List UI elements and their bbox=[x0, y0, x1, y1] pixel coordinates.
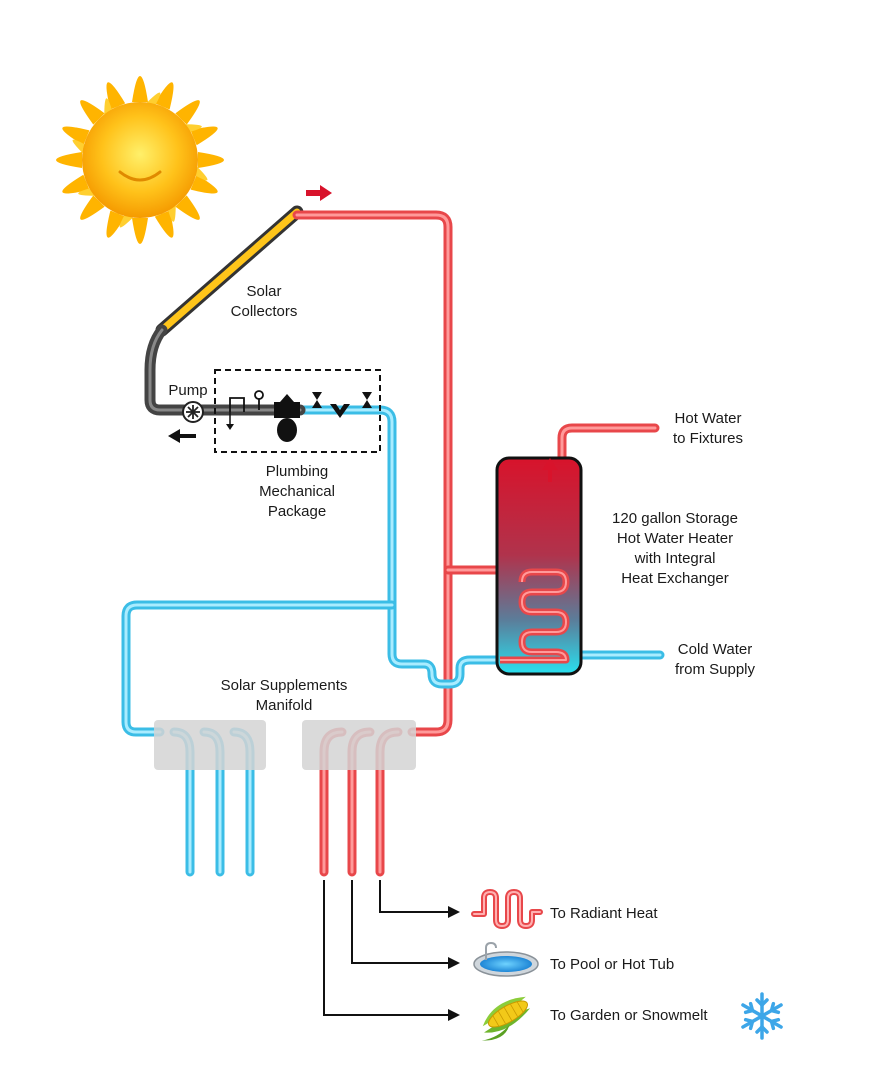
plumbing-package-label: Plumbing Mechanical Package bbox=[232, 462, 362, 522]
pool-hot-tub-label: To Pool or Hot Tub bbox=[550, 956, 675, 973]
destination-leader-lines bbox=[323, 880, 450, 1016]
radiant-heat-label: To Radiant Heat bbox=[550, 905, 658, 922]
solar-collectors-label-line1: Solar bbox=[246, 283, 282, 300]
hot-water-fixtures-label-line1: Hot Water bbox=[674, 410, 742, 427]
sun-icon bbox=[56, 76, 224, 244]
storage-heater-label-line3: with Integral bbox=[634, 550, 716, 567]
solar-collectors-label: Solar Collectors bbox=[214, 282, 314, 322]
hot-water-fixtures-label-line2: to Fixtures bbox=[672, 430, 744, 447]
solar-collectors-label-line2: Collectors bbox=[230, 303, 298, 320]
cold-water-supply-label: Cold Water from Supply bbox=[660, 640, 770, 680]
plumbing-package-label-line1: Plumbing bbox=[265, 463, 329, 480]
storage-heater-label-line4: Heat Exchanger bbox=[621, 570, 729, 587]
flow-right-arrow-icon bbox=[306, 185, 332, 201]
destination-arrowheads bbox=[448, 906, 460, 1021]
storage-heater-label: 120 gallon Storage Hot Water Heater with… bbox=[590, 509, 760, 589]
manifold-blocks bbox=[154, 720, 416, 770]
manifold-label-line1: Solar Supplements bbox=[220, 677, 348, 694]
storage-heater-label-line2: Hot Water Heater bbox=[616, 530, 734, 547]
garden-snowmelt-label: To Garden or Snowmelt bbox=[550, 1007, 708, 1024]
cold-water-supply-label-line1: Cold Water bbox=[677, 641, 753, 658]
storage-heater-label-line1: 120 gallon Storage bbox=[612, 510, 738, 527]
corn-icon bbox=[481, 996, 531, 1041]
solar-collector-panel bbox=[155, 205, 304, 337]
hot-water-fixtures-label: Hot Water to Fixtures bbox=[658, 409, 758, 449]
plumbing-package-box bbox=[214, 369, 381, 453]
storage-tank bbox=[495, 456, 583, 676]
snowflake-icon bbox=[741, 992, 783, 1040]
pump-icon bbox=[182, 401, 204, 423]
pump-label: Pump bbox=[168, 382, 208, 399]
flow-left-arrow-icon bbox=[168, 429, 196, 443]
plumbing-package-label-line2: Mechanical bbox=[259, 483, 335, 500]
plumbing-package-label-line3: Package bbox=[267, 503, 327, 520]
radiant-coil-icon bbox=[471, 889, 543, 929]
manifold-label: Solar Supplements Manifold bbox=[196, 676, 372, 716]
collector-supply-pipe bbox=[144, 324, 306, 416]
pool-icon bbox=[473, 941, 539, 977]
manifold-label-line2: Manifold bbox=[255, 697, 313, 714]
plumbing-components bbox=[226, 390, 372, 442]
cold-water-supply-label-line2: from Supply bbox=[674, 661, 756, 678]
